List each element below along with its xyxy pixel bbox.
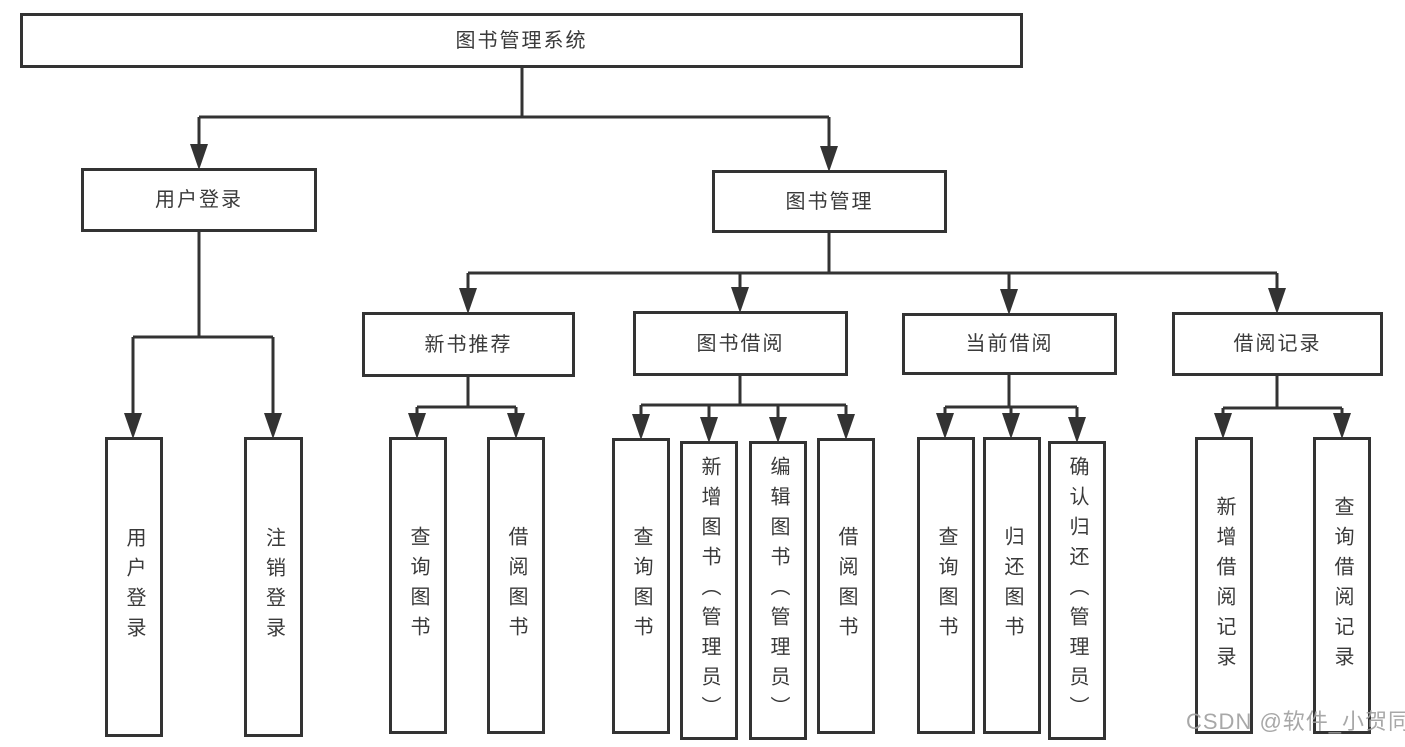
node-borrowing-records: 借阅记录: [1172, 312, 1383, 376]
node-library-management-system: 图书管理系统: [20, 13, 1023, 68]
node-query-book-borrowing: 查询图书: [612, 438, 670, 734]
node-query-book-current: 查询图书: [917, 437, 975, 734]
node-user-login: 用户登录: [81, 168, 317, 232]
node-add-book-admin: 新增图书（管理员）: [680, 441, 738, 740]
node-add-borrow-record: 新增借阅记录: [1195, 437, 1253, 734]
node-logout-login: 注销登录: [244, 437, 303, 737]
node-user-login-leaf: 用户登录: [105, 437, 163, 737]
node-current-borrowing: 当前借阅: [902, 313, 1117, 375]
node-confirm-return-admin: 确认归还（管理员）: [1048, 441, 1106, 740]
node-borrow-book-borrowing: 借阅图书: [817, 438, 875, 734]
node-query-borrow-record: 查询借阅记录: [1313, 437, 1371, 734]
node-borrow-book-recommend: 借阅图书: [487, 437, 545, 734]
node-edit-book-admin: 编辑图书（管理员）: [749, 441, 807, 740]
node-book-borrowing: 图书借阅: [633, 311, 848, 376]
node-query-book-recommend: 查询图书: [389, 437, 447, 734]
node-book-management: 图书管理: [712, 170, 947, 233]
arrowhead-group: [124, 144, 1351, 443]
node-new-book-recommend: 新书推荐: [362, 312, 575, 377]
node-return-book: 归还图书: [983, 437, 1041, 734]
csdn-watermark: CSDN @软件_小贺同学: [1186, 709, 1405, 734]
